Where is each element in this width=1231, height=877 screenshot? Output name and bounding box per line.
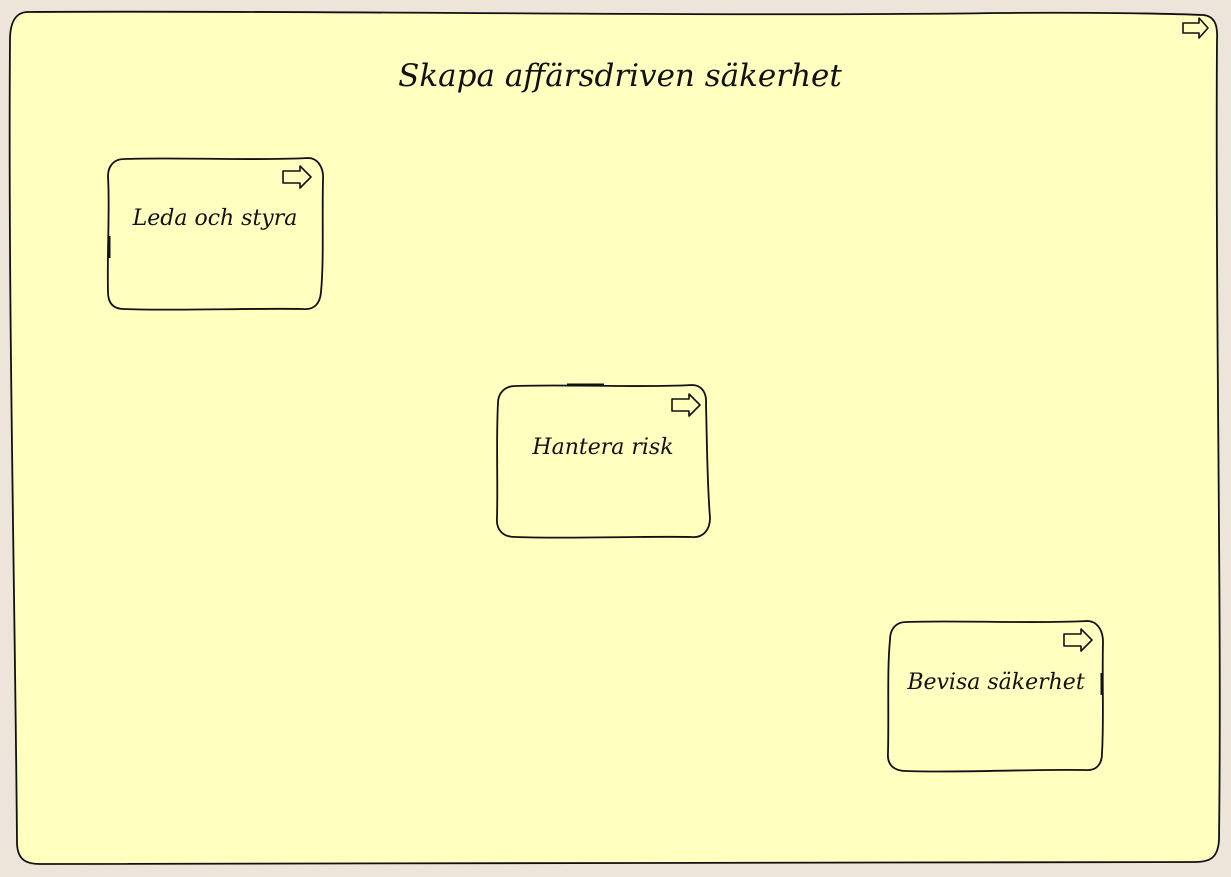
process-box-bevisa[interactable]	[887, 620, 1104, 773]
process-label-bevisa: Bevisa säkerhet	[907, 670, 1085, 695]
process-box-hantera[interactable]	[496, 383, 711, 539]
process-label-leda: Leda och styra	[132, 206, 298, 231]
process-arrow-icon	[1063, 628, 1093, 652]
process-label-hantera: Hantera risk	[532, 435, 674, 460]
box-frame	[887, 620, 1104, 773]
box-frame	[496, 384, 711, 539]
process-arrow-icon	[1182, 17, 1209, 39]
container-title: Skapa affärsdriven säkerhet	[398, 58, 842, 94]
process-box-leda[interactable]	[106, 157, 324, 311]
process-arrow-icon	[671, 393, 701, 417]
process-arrow-icon	[282, 165, 312, 189]
box-frame	[106, 157, 324, 311]
